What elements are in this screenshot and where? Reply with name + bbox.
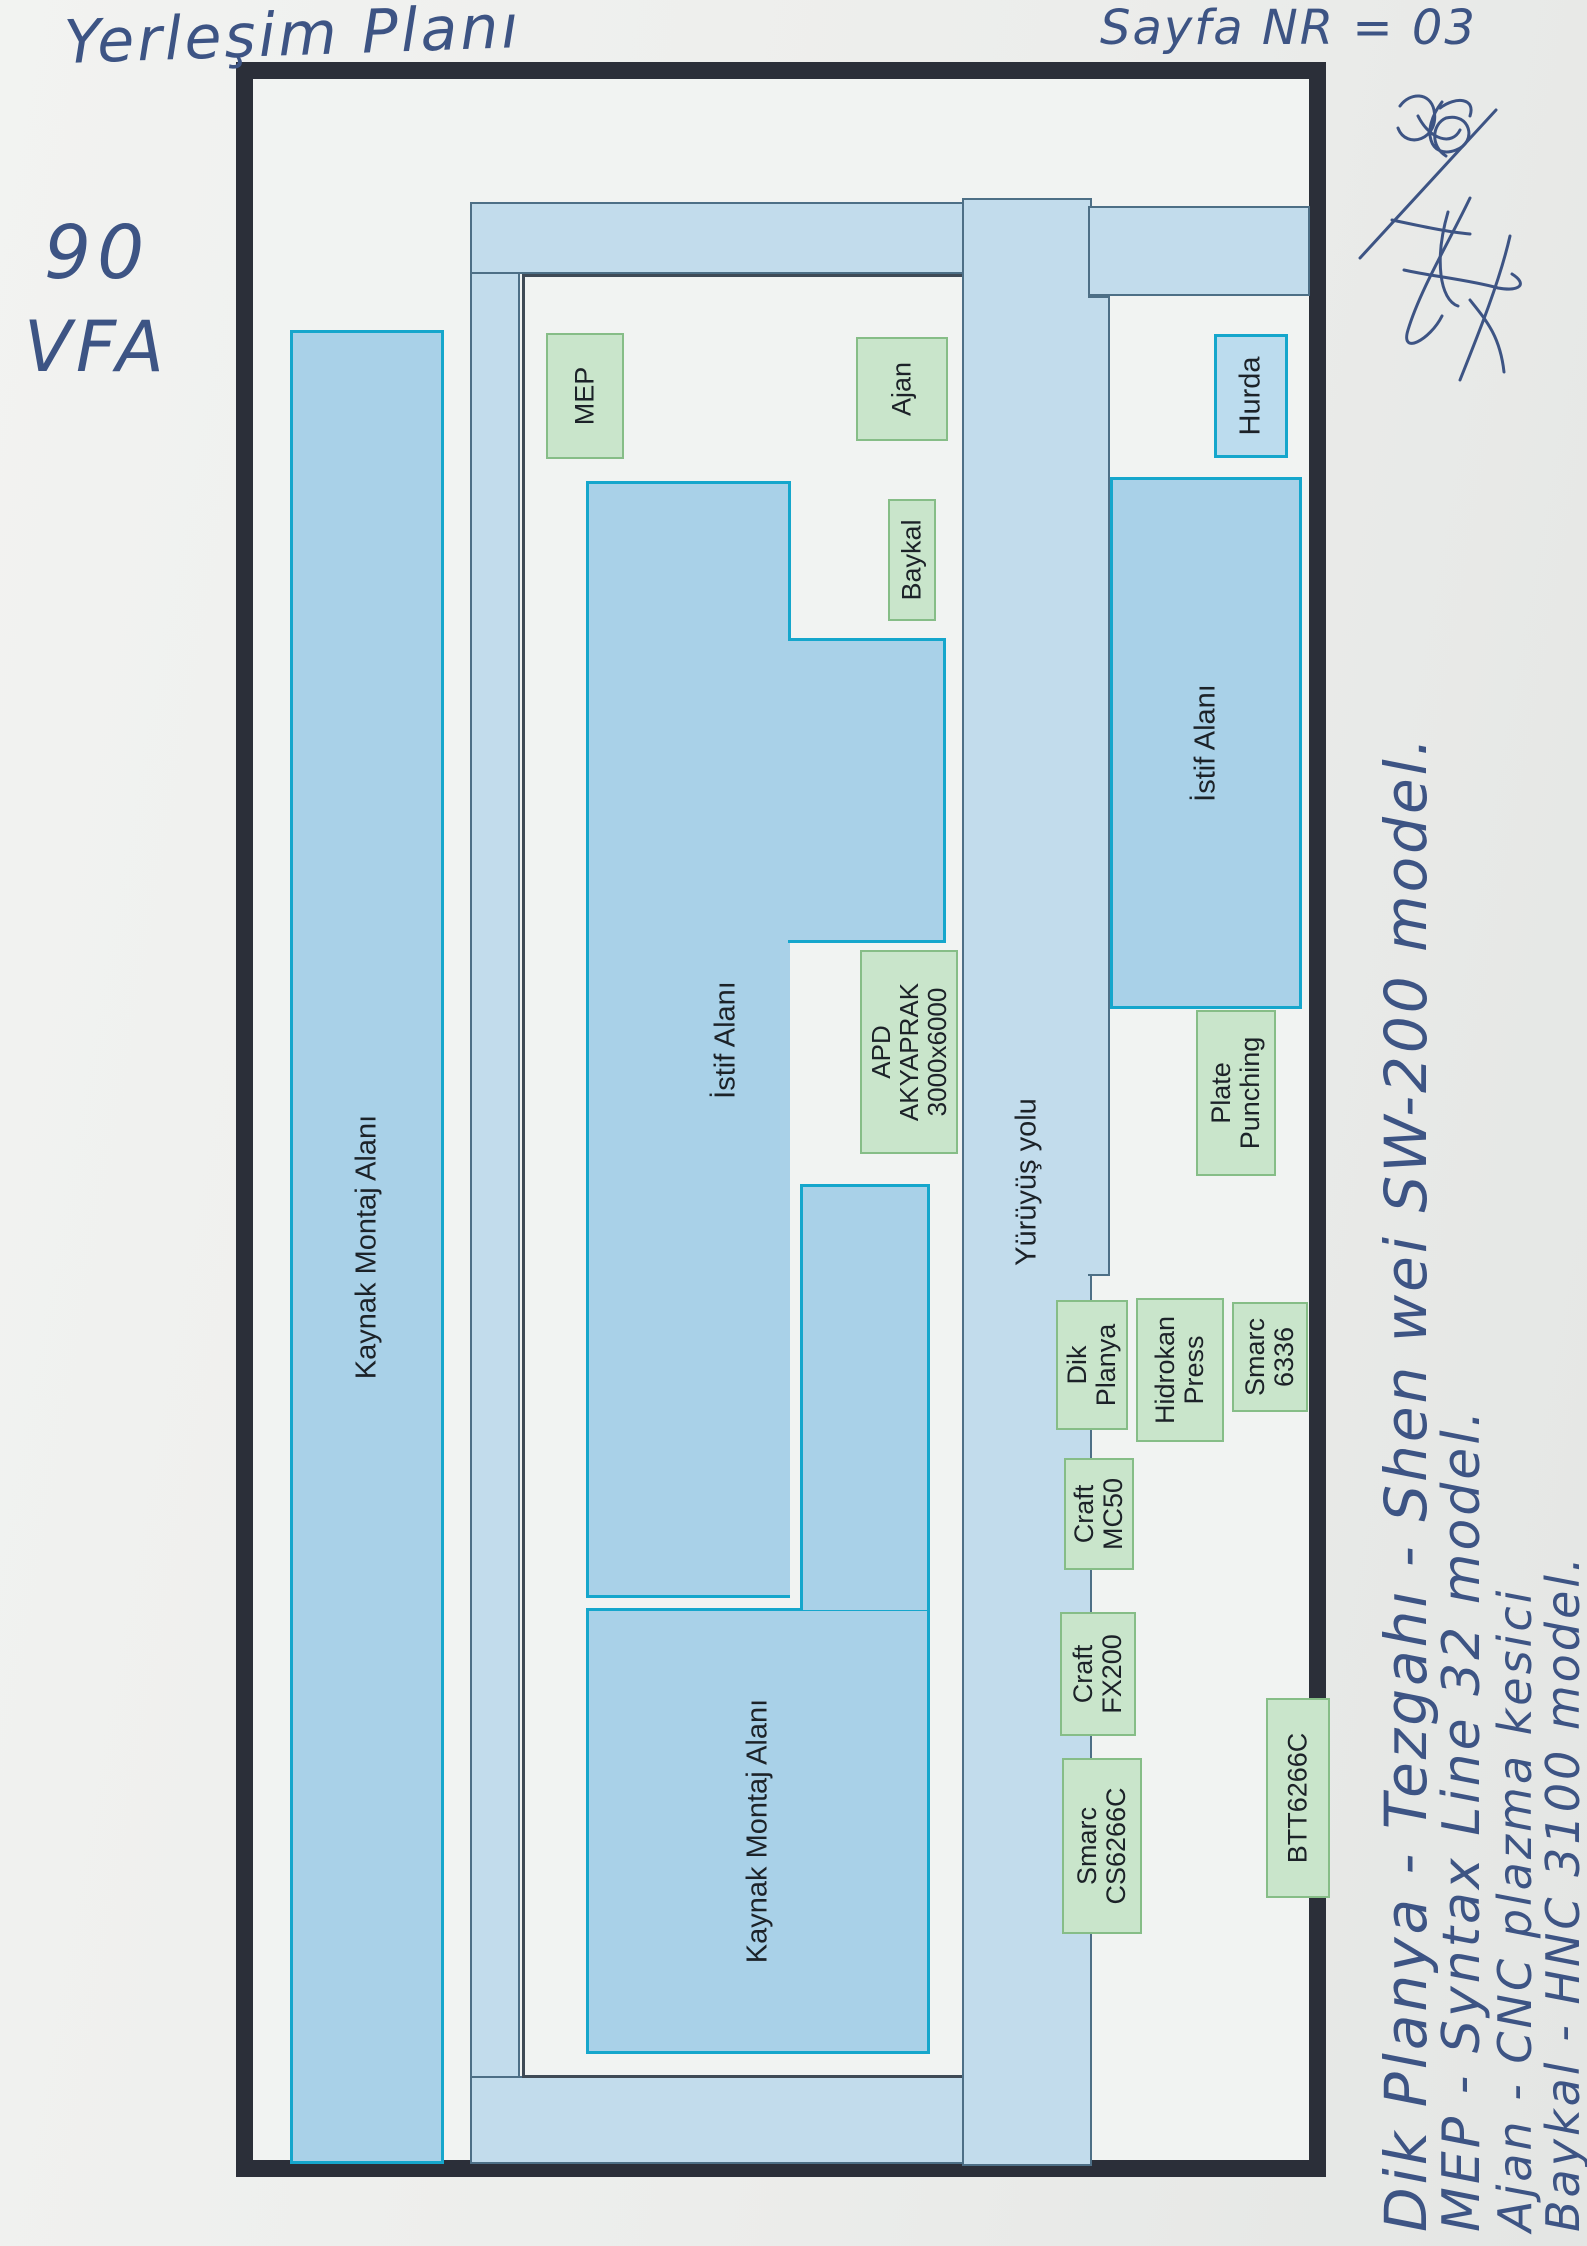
zone-istif-2: İstif Alanı (1110, 477, 1302, 1009)
machine-hidrokan-press: Hidrokan Press (1136, 1298, 1224, 1442)
perimeter-corridor-top (470, 202, 966, 274)
signature-upper (1358, 94, 1498, 260)
zone-istif-1-edge (788, 481, 791, 641)
machine-ajan: Ajan (856, 337, 948, 441)
walkway-branch-top (1088, 206, 1310, 296)
zone-kaynak-montaj-2-main: Kaynak Montaj Alanı (586, 1608, 930, 2054)
machine-smarc-6336: Smarc 6336 (1232, 1302, 1308, 1412)
machine-plate-punching: Plate Punching (1196, 1010, 1276, 1176)
zone-hurda: Hurda (1214, 334, 1288, 458)
signature-lower (1390, 196, 1522, 382)
machine-smarc-cs6266c: Smarc CS6266C (1062, 1758, 1142, 1934)
machine-craft-mc50: Craft MC50 (1064, 1458, 1134, 1570)
machine-apd-akyaprak: APD AKYAPRAK 3000x6000 (860, 950, 958, 1154)
perimeter-corridor-left (470, 202, 520, 2164)
handwritten-code-bottom: VFA (24, 306, 168, 388)
zone-kaynak-montaj-2-extension (800, 1184, 930, 1610)
zone-istif-1-extension (788, 638, 946, 943)
inner-boundary (522, 274, 968, 2078)
machine-btt6266c: BTT6266C (1266, 1698, 1330, 1898)
handwritten-code-top: 90 (44, 210, 151, 296)
machine-mep: MEP (546, 333, 624, 459)
handwritten-page-number: Sayfa NR = 03 (1100, 0, 1477, 56)
machine-baykal: Baykal (888, 499, 936, 621)
zone-istif-1-main: İstif Alanı (586, 481, 790, 1598)
zone-kaynak-montaj-1: Kaynak Montaj Alanı (290, 330, 444, 2164)
walkway-side-strip (1088, 296, 1110, 1276)
machine-craft-fx200: Craft FX200 (1060, 1612, 1136, 1736)
machine-dik-planya: Dik Planya (1056, 1300, 1128, 1430)
